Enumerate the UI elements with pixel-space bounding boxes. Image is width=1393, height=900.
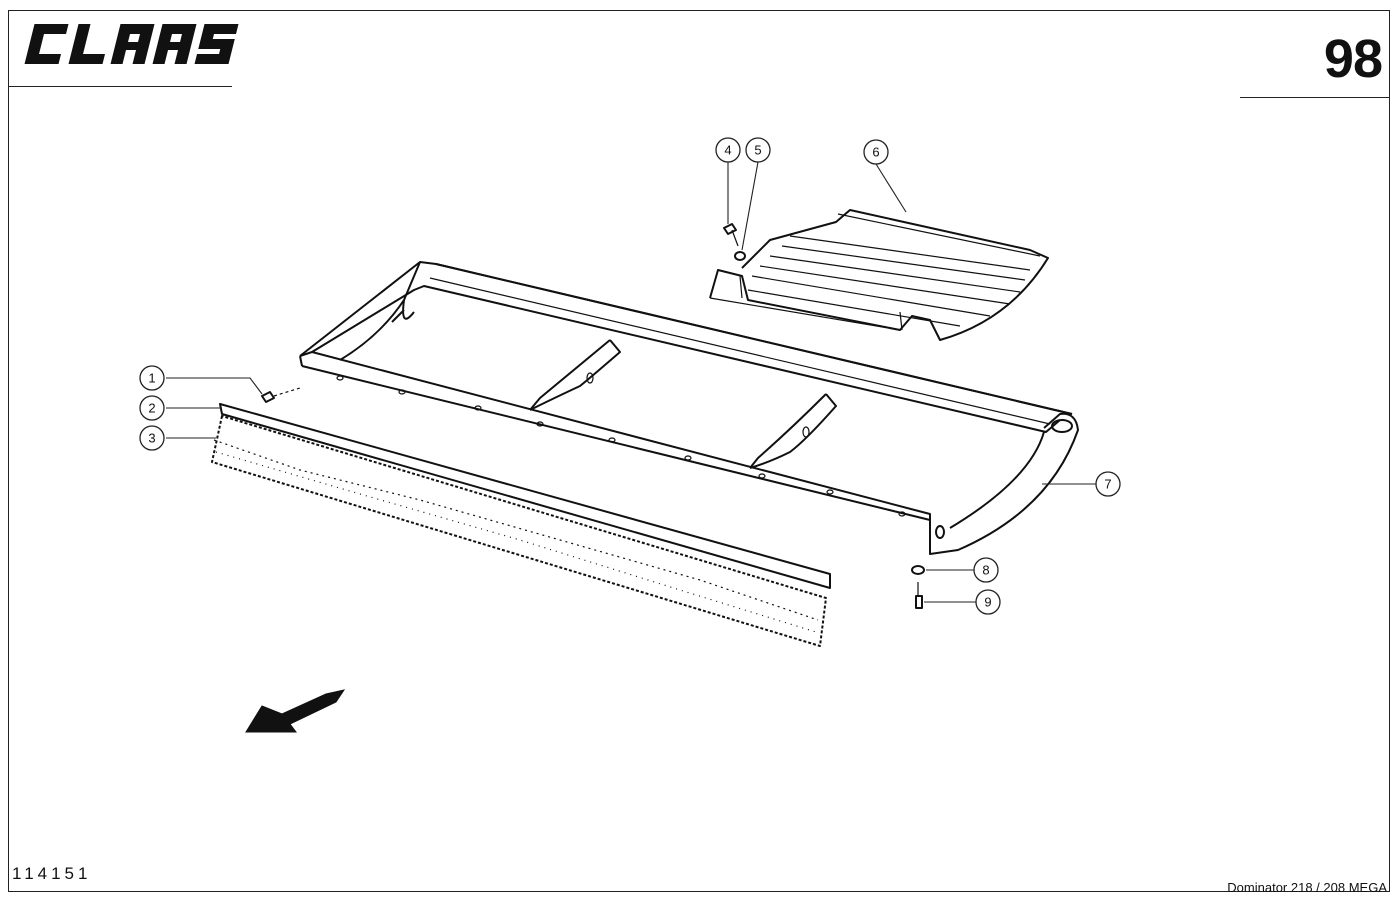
callout-9-label: 9 xyxy=(984,595,991,610)
page-number-underline xyxy=(1240,97,1390,98)
callout-6: 6 xyxy=(863,139,889,165)
callout-7: 7 xyxy=(1095,471,1121,497)
leader-lines xyxy=(166,161,1096,603)
callout-1: 1 xyxy=(139,365,165,391)
page-frame xyxy=(8,10,1390,892)
callout-1-label: 1 xyxy=(148,371,155,386)
travel-direction-arrow xyxy=(245,689,346,733)
brush-panel-part-3 xyxy=(211,415,827,647)
strip-part-2 xyxy=(219,403,831,589)
callout-9: 9 xyxy=(975,589,1001,615)
claas-logo-mark xyxy=(24,24,239,64)
frame-part-7 xyxy=(299,261,1079,555)
callout-2-label: 2 xyxy=(148,401,155,416)
callout-4: 4 xyxy=(715,137,741,163)
callout-2: 2 xyxy=(139,395,165,421)
callout-6-label: 6 xyxy=(872,145,879,160)
washer-part-5 xyxy=(734,251,746,261)
screw-part-1 xyxy=(261,387,301,403)
claas-logo xyxy=(18,18,240,70)
logo-underline xyxy=(8,86,232,87)
bolt-part-9 xyxy=(915,582,923,609)
page-number: 98 xyxy=(1323,29,1383,89)
callout-5-label: 5 xyxy=(754,143,761,158)
callout-3: 3 xyxy=(139,425,165,451)
bolt-part-4 xyxy=(723,223,739,247)
callout-3-label: 3 xyxy=(148,431,155,446)
callout-5: 5 xyxy=(745,137,771,163)
model-caption: Dominator 218 / 208 MEGA xyxy=(1227,880,1387,895)
callout-7-label: 7 xyxy=(1104,477,1111,492)
callout-8: 8 xyxy=(973,557,999,583)
drawing-id: 114151 xyxy=(12,864,92,883)
sieve-grate-part xyxy=(709,209,1049,341)
nut-part-8 xyxy=(911,565,925,575)
callout-4-label: 4 xyxy=(724,143,731,158)
callout-8-label: 8 xyxy=(982,563,989,578)
